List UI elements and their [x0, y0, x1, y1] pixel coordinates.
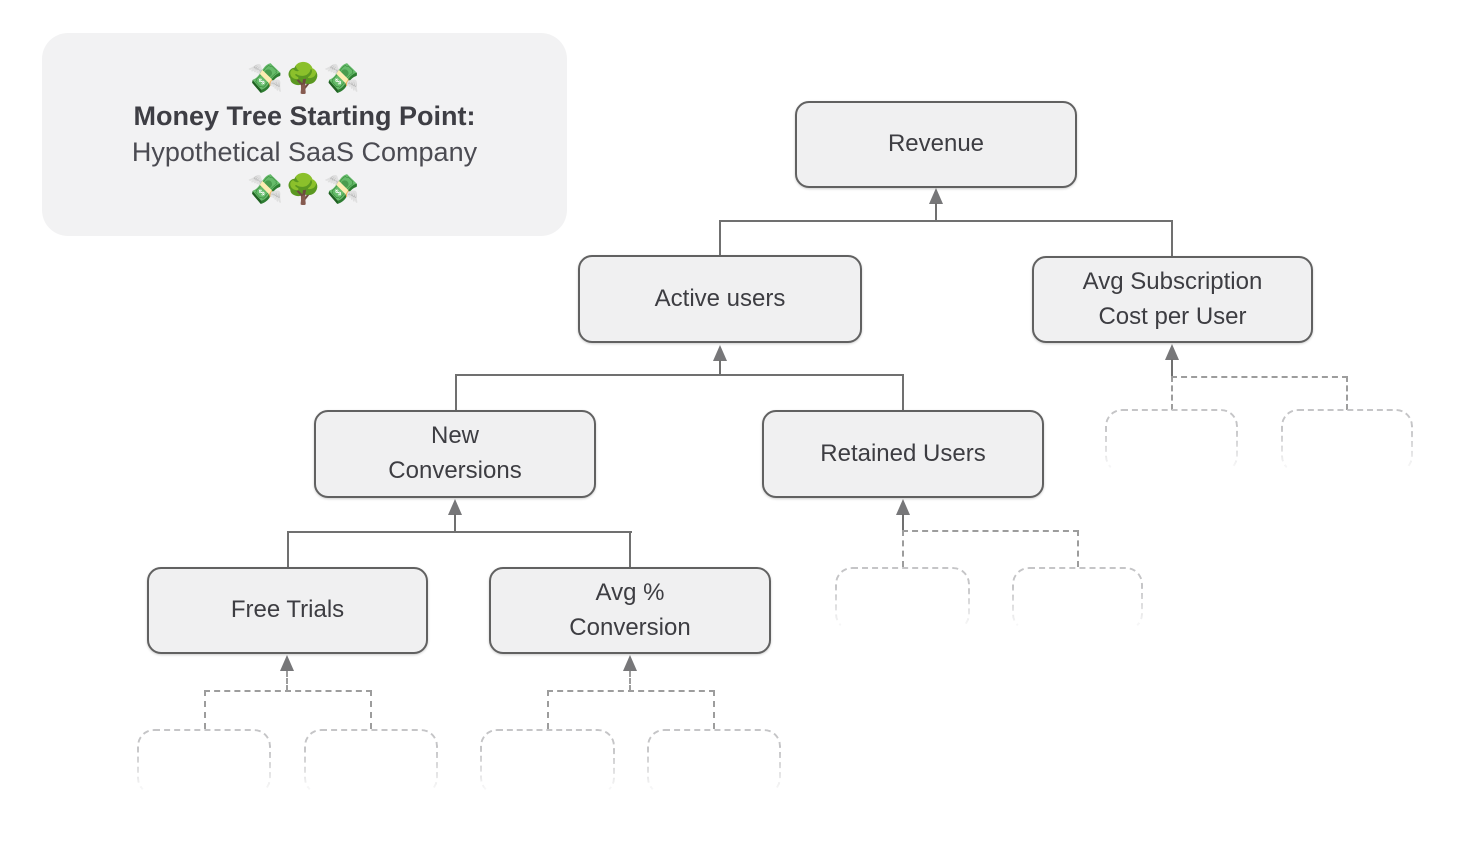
node-retained-users[interactable]: Retained Users	[762, 410, 1044, 498]
dashed-bar-avg-subscription	[1171, 376, 1348, 378]
dashed-drop-right	[370, 690, 372, 729]
arrow-up-icon	[1165, 344, 1179, 360]
connector-revenue-bar	[719, 220, 1173, 222]
arrow-up-icon	[896, 499, 910, 515]
dashed-drop-right	[1077, 530, 1079, 567]
connector-retained-users-stem	[902, 514, 904, 531]
connector-new-conversions-stem	[454, 514, 456, 532]
node-free-trials[interactable]: Free Trials	[147, 567, 428, 654]
placeholder-node[interactable]	[647, 729, 781, 795]
dashed-drop-left	[902, 530, 904, 567]
placeholder-node[interactable]	[1105, 409, 1238, 473]
connector-free-trials-drop	[287, 531, 289, 568]
placeholder-node[interactable]	[1012, 567, 1143, 631]
node-avg-subscription-cost[interactable]: Avg Subscription Cost per User	[1032, 256, 1313, 343]
node-revenue[interactable]: Revenue	[795, 101, 1077, 188]
connector-avg-subscription-drop	[1171, 220, 1173, 256]
connector-active-users-drop	[719, 220, 721, 256]
card-subtitle: Hypothetical SaaS Company	[131, 137, 478, 167]
arrow-up-icon	[713, 345, 727, 361]
placeholder-node[interactable]	[1281, 409, 1413, 473]
dashed-drop-left	[204, 690, 206, 729]
dashed-drop-left	[1171, 376, 1173, 410]
title-card: 💸🌳💸 Money Tree Starting Point: Hypotheti…	[42, 33, 567, 236]
dashed-stem-free-trials	[286, 671, 288, 691]
placeholder-node[interactable]	[137, 729, 271, 795]
dashed-bar-retained-users	[902, 530, 1079, 532]
connector-avg-subscription-stem	[1171, 359, 1173, 377]
connector-new-conversions-bar	[287, 531, 632, 533]
connector-retained-users-drop	[902, 374, 904, 411]
dashed-bar-avg-conversion	[547, 690, 715, 692]
arrow-up-icon	[448, 499, 462, 515]
node-active-users[interactable]: Active users	[578, 255, 862, 343]
dashed-drop-left	[547, 690, 549, 729]
money-tree-emoji-row-bottom: 💸🌳💸	[247, 174, 362, 206]
placeholder-node[interactable]	[835, 567, 970, 631]
money-tree-emoji-row-top: 💸🌳💸	[247, 63, 362, 95]
dashed-bar-free-trials	[204, 690, 372, 692]
dashed-drop-right	[713, 690, 715, 729]
connector-active-users-stem	[719, 360, 721, 375]
node-avg-percent-conversion[interactable]: Avg % Conversion	[489, 567, 771, 654]
arrow-up-icon	[929, 188, 943, 204]
connector-active-users-bar	[455, 374, 904, 376]
connector-new-conversions-drop	[455, 374, 457, 411]
dashed-stem-avg-conversion	[629, 671, 631, 691]
placeholder-node[interactable]	[304, 729, 438, 795]
placeholder-node[interactable]	[480, 729, 615, 795]
connector-revenue-stem	[935, 203, 937, 221]
connector-avg-conversion-drop	[629, 531, 631, 568]
card-title: Money Tree Starting Point:	[133, 101, 476, 131]
node-new-conversions[interactable]: New Conversions	[314, 410, 596, 498]
arrow-up-icon	[623, 655, 637, 671]
arrow-up-icon	[280, 655, 294, 671]
dashed-drop-right	[1346, 376, 1348, 410]
